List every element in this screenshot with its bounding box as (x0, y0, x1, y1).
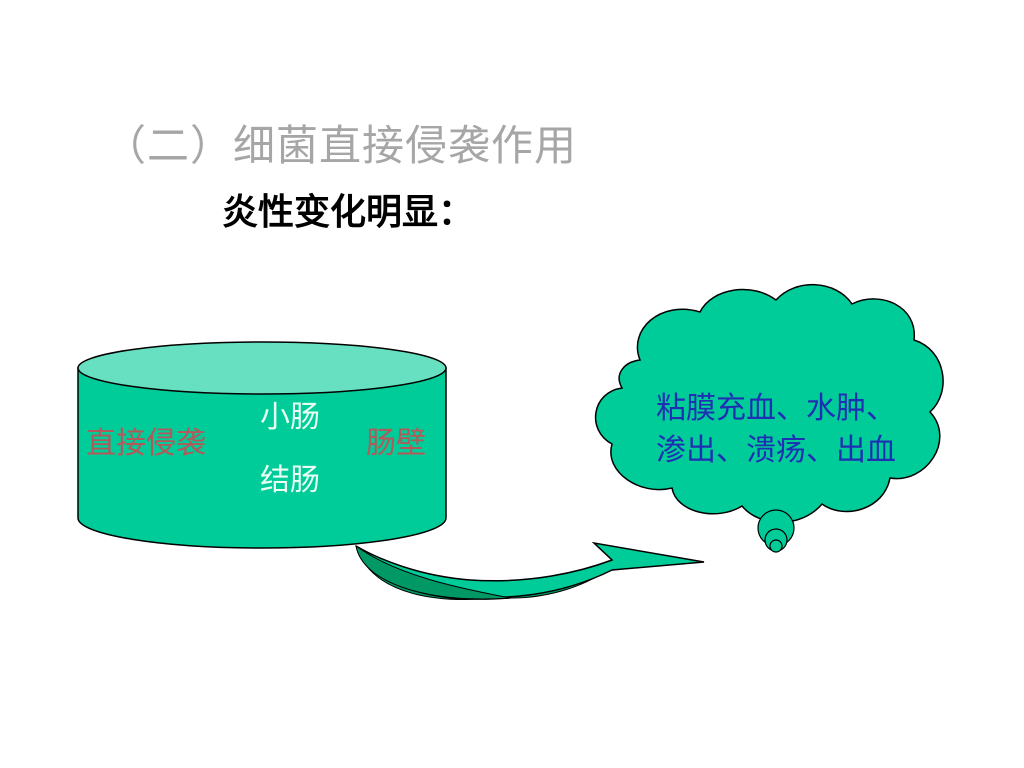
slide-subheading: 炎性变化明显： (222, 191, 475, 233)
cloud-tail-small (769, 539, 783, 553)
cylinder-shape (77, 341, 447, 549)
cloud-shape (594, 284, 944, 523)
cylinder-top (77, 341, 447, 395)
cloud-text-line1: 粘膜充血、水肿、 (656, 391, 896, 426)
slide-heading: （二）细菌直接侵袭作用 (104, 121, 578, 170)
cloud-text-line2: 渗出、溃疡、出血 (656, 433, 896, 468)
label-direct-invasion: 直接侵袭 (86, 426, 206, 461)
label-intestinal-wall: 肠壁 (366, 426, 426, 461)
curved-arrow (355, 541, 705, 600)
cloud-callout (594, 284, 944, 553)
cylinder-body (77, 367, 447, 549)
label-small-intestine: 小肠 (260, 400, 320, 435)
curved-arrow-fold (355, 544, 511, 600)
label-colon: 结肠 (260, 463, 320, 498)
cloud-text: 粘膜充血、水肿、 渗出、溃疡、出血 (626, 388, 926, 472)
